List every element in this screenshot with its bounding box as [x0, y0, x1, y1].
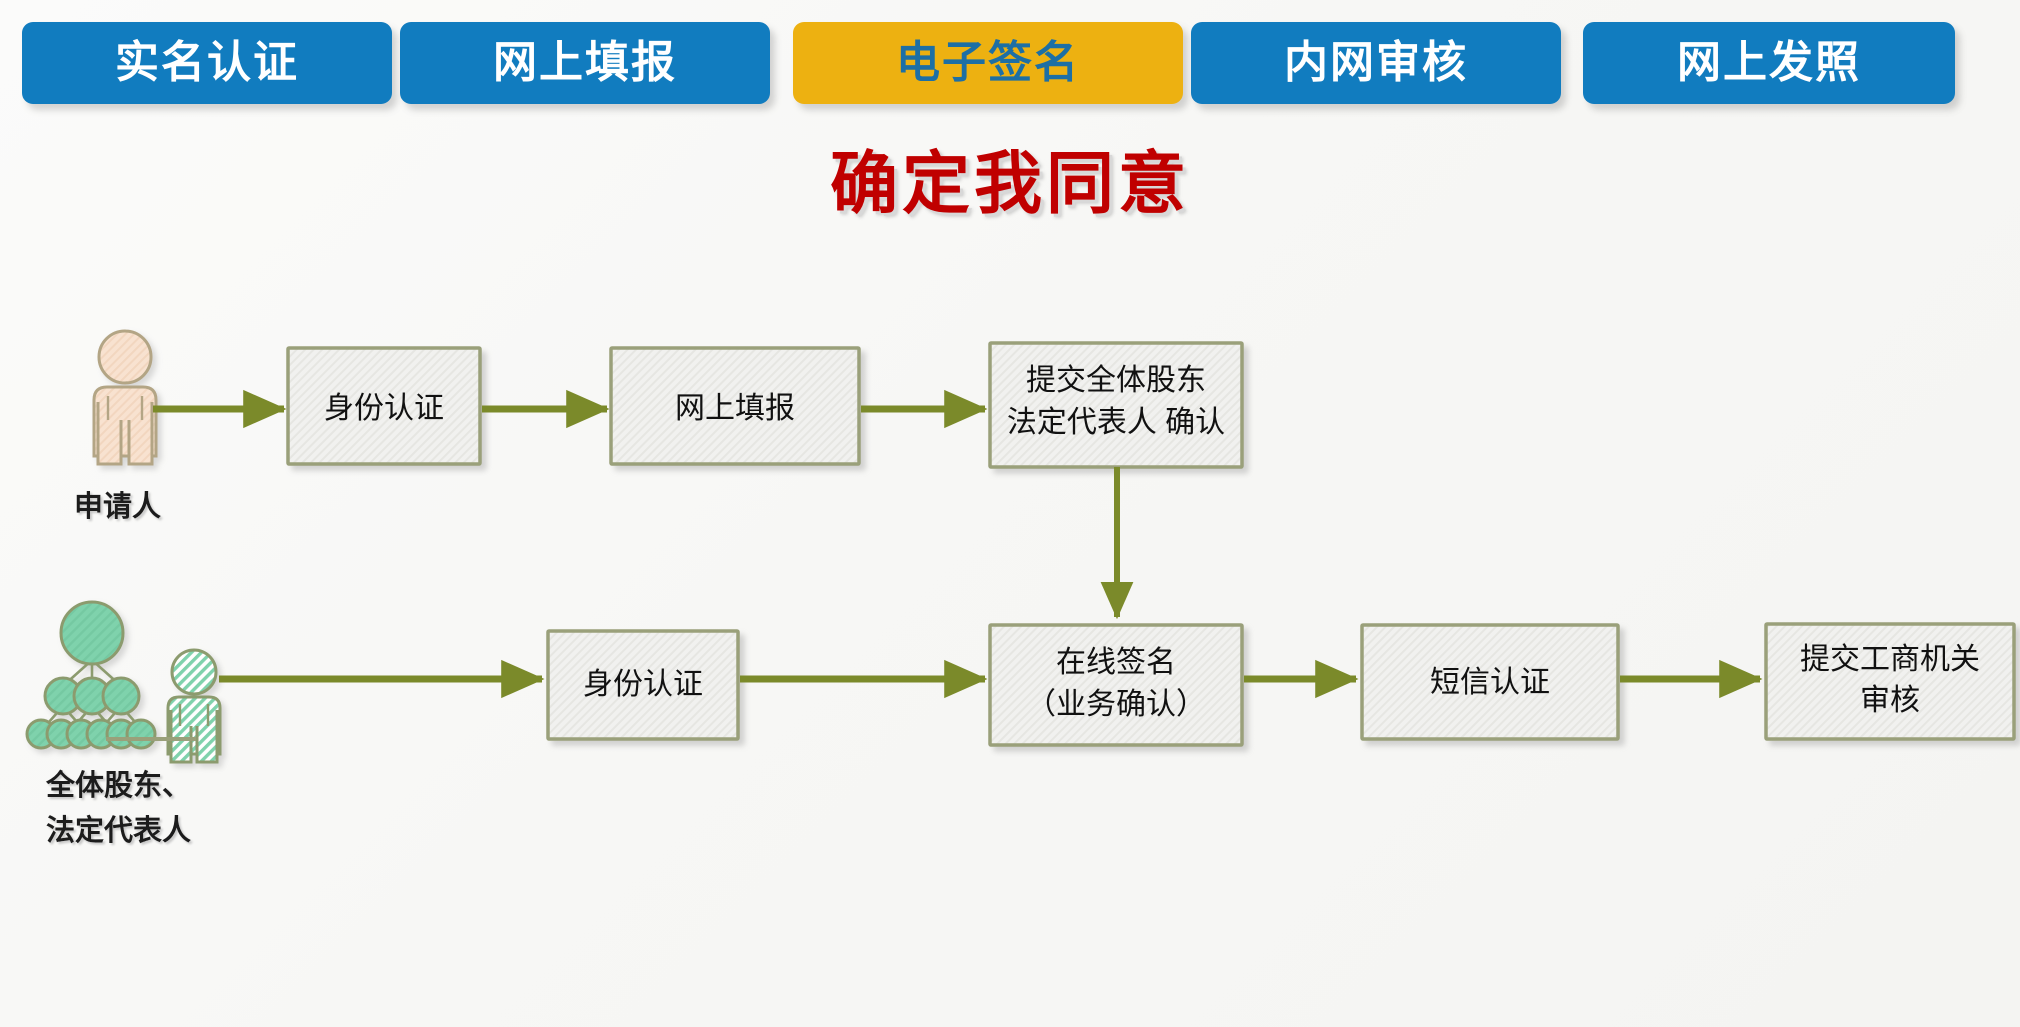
tab-label: 电子签名	[896, 38, 1080, 87]
tab-online-filing[interactable]: 网上填报	[400, 22, 770, 104]
group-hierarchy-icon	[25, 600, 157, 750]
representative-person-icon	[166, 648, 222, 764]
tab-real-name-verification[interactable]: 实名认证	[22, 22, 392, 104]
flow-box-label-line2: 法定代表人 确认	[1007, 406, 1225, 439]
person-icon	[92, 329, 158, 466]
actor-label-shareholders-line2: 法定代表人	[46, 813, 191, 847]
flow-box-online-filing[interactable]: 网上填报	[609, 346, 861, 466]
flow-box-label-line2: 审核	[1860, 684, 1920, 717]
tab-internal-review[interactable]: 内网审核	[1191, 22, 1561, 104]
tab-label: 网上发照	[1677, 38, 1861, 87]
tab-label: 网上填报	[493, 38, 677, 87]
flow-box-label-line1: 提交工商机关	[1800, 643, 1980, 676]
flow-box-label: 短信认证	[1430, 666, 1550, 699]
flow-box-label-line2: （业务确认）	[1026, 688, 1206, 721]
flow-box-submit-confirm[interactable]: 提交全体股东 法定代表人 确认	[988, 341, 1244, 469]
tab-label: 实名认证	[115, 38, 299, 87]
flow-box-submit-authority[interactable]: 提交工商机关 审核	[1764, 622, 2016, 741]
actor-label-applicant: 申请人	[74, 490, 161, 523]
tab-electronic-signature[interactable]: 电子签名	[793, 22, 1183, 104]
flow-box-label-line1: 提交全体股东	[1026, 364, 1206, 397]
tab-label: 内网审核	[1284, 38, 1468, 87]
process-tab-strip: 实名认证 网上填报 电子签名 内网审核 网上发照	[0, 0, 2020, 130]
flow-box-sms-verify[interactable]: 短信认证	[1360, 623, 1620, 741]
flow-box-online-signature[interactable]: 在线签名 （业务确认）	[988, 623, 1244, 747]
flow-box-label: 身份认证	[324, 392, 444, 425]
flow-box-label: 身份认证	[583, 668, 703, 701]
flow-box-identity-verify-bottom[interactable]: 身份认证	[546, 629, 740, 741]
flow-box-identity-verify-top[interactable]: 身份认证	[286, 346, 482, 466]
actor-label-shareholders-line1: 全体股东、	[45, 768, 191, 802]
flow-box-label-line1: 在线签名	[1056, 646, 1176, 679]
tab-online-license-issue[interactable]: 网上发照	[1583, 22, 1955, 104]
flow-box-label: 网上填报	[675, 392, 795, 425]
